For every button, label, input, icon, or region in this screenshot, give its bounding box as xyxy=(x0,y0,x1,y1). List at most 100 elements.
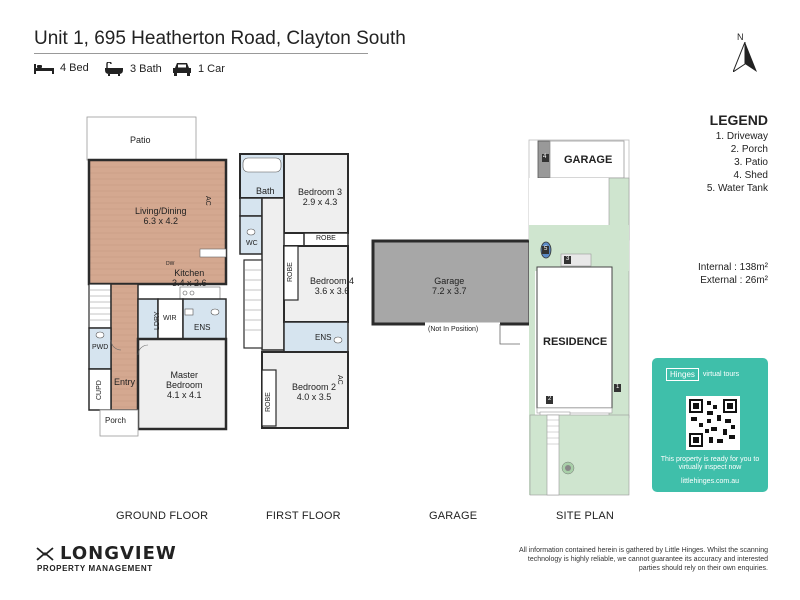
site-marker-3: 3 xyxy=(566,256,570,262)
site-marker-5: 5 xyxy=(544,246,548,252)
garage-dimensions: 7.2 x 3.7 xyxy=(432,286,467,296)
legend-item: 5. Water Tank xyxy=(706,183,768,194)
site-marker-4: 4 xyxy=(543,154,547,160)
ac-label-first: AC xyxy=(336,375,343,385)
kitchen-dimensions: 3.4 x 2.6 xyxy=(172,278,207,288)
property-address: Unit 1, 695 Heatherton Road, Clayton Sou… xyxy=(34,28,406,49)
garage-plan-drawing xyxy=(371,239,532,345)
master-dimensions: 4.1 x 4.1 xyxy=(167,390,202,400)
front-garden xyxy=(529,414,630,496)
room-label-bedroom2: Bedroom 2 4.0 x 3.5 xyxy=(292,382,336,402)
disclaimer-text: All information contained herein is gath… xyxy=(518,547,768,572)
bedroom2-name: Bedroom 2 xyxy=(292,382,337,392)
master-bedroom xyxy=(136,337,228,431)
longview-logo: LONGVIEW PROPERTY MANAGEMENT xyxy=(36,543,177,573)
external-area: External : 26m² xyxy=(700,275,768,286)
ac-label-ground: AC xyxy=(204,196,211,206)
legend-item: 2. Porch xyxy=(730,144,768,155)
logo-subtitle: PROPERTY MANAGEMENT xyxy=(37,564,153,573)
walk-in-robe xyxy=(157,298,184,340)
north-compass: N xyxy=(731,32,759,77)
legend-item: 3. Patio xyxy=(734,157,768,168)
ground-floor-label: GROUND FLOOR xyxy=(116,510,209,522)
logo-mark-icon xyxy=(36,546,54,561)
legend-list: 1. Driveway 2. Porch 3. Patio 4. Shed 5.… xyxy=(707,130,768,195)
room-label-powder: PWD xyxy=(92,344,109,351)
robe-bed2 xyxy=(261,369,277,427)
site-marker-2: 2 xyxy=(548,396,552,402)
stairs xyxy=(88,283,112,329)
room-label-wc: WC xyxy=(246,240,258,247)
virtual-tour-brand: Hinges virtual tours xyxy=(666,368,743,381)
living-name: Living/Dining xyxy=(135,206,187,216)
site-garage xyxy=(549,140,625,179)
room-label-entry: Entry xyxy=(114,377,136,387)
living-dimensions: 6.3 x 4.2 xyxy=(143,216,179,226)
north-arrow-icon xyxy=(731,41,757,74)
driveway xyxy=(546,414,560,496)
entry-hall xyxy=(110,283,139,411)
room-label-wir: WIR xyxy=(163,315,177,322)
room-label-garage: Garage 7.2 x 3.7 xyxy=(432,276,467,296)
dishwasher-label: DW xyxy=(166,261,175,267)
room-label-robe-bed2: ROBE xyxy=(265,392,272,412)
site-plan-drawing xyxy=(528,139,630,496)
brand-suffix: virtual tours xyxy=(702,370,740,378)
room-label-master: Master Bedroom 4.1 x 4.1 xyxy=(166,370,203,400)
room-label-ensuite-first: ENS xyxy=(315,333,332,342)
virtual-tour-card[interactable]: Hinges virtual tours This property is re… xyxy=(652,358,768,492)
bedroom4-name: Bedroom 4 xyxy=(310,276,355,286)
bedroom2-dimensions: 4.0 x 3.5 xyxy=(296,392,332,402)
bed-count: 4 Bed xyxy=(60,62,89,74)
brand-name: Hinges xyxy=(666,368,699,381)
feature-bed: 4 Bed xyxy=(34,62,89,74)
cooktop xyxy=(179,286,221,300)
title-divider xyxy=(34,53,368,54)
room-label-laundry: LDRY xyxy=(154,311,161,330)
feature-bath: 3 Bath xyxy=(104,62,162,76)
bedroom3-name: Bedroom 3 xyxy=(298,187,343,197)
bathtub xyxy=(242,157,282,173)
north-label: N xyxy=(737,32,744,42)
room-label-robe-bed3: ROBE xyxy=(316,235,336,242)
qr-code-icon[interactable] xyxy=(686,396,740,450)
bed-icon xyxy=(34,64,54,74)
room-label-robe-bed4: ROBE xyxy=(287,262,294,282)
kitchen-bench xyxy=(199,248,227,258)
feature-car: 1 Car xyxy=(172,62,225,76)
internal-area: Internal : 138m² xyxy=(697,262,768,273)
car-icon xyxy=(173,63,191,76)
porch-area xyxy=(99,409,139,437)
logo-name: LONGVIEW xyxy=(60,543,177,564)
kitchen-name: Kitchen xyxy=(174,268,205,278)
master-name: Master xyxy=(170,370,199,380)
legend-item: 4. Shed xyxy=(733,170,768,181)
first-floor-hall xyxy=(261,197,285,351)
ground-floor-plan xyxy=(86,116,228,437)
site-garage-label: GARAGE xyxy=(564,154,613,166)
first-floor-plan xyxy=(239,153,349,429)
virtual-tour-url[interactable]: littlehinges.com.au xyxy=(681,478,739,485)
master-name-line2: Bedroom xyxy=(166,380,203,390)
room-label-bedroom3: Bedroom 3 2.9 x 4.3 xyxy=(298,187,342,207)
garage-name: Garage xyxy=(434,276,465,286)
virtual-tour-text: This property is ready for you to virtua… xyxy=(660,456,760,471)
garage-label: GARAGE xyxy=(429,510,478,522)
bath-icon xyxy=(105,62,123,76)
site-marker-1: 1 xyxy=(616,384,620,390)
garage-note: (Not In Position) xyxy=(428,326,479,333)
legend-title: LEGEND xyxy=(709,112,768,128)
living-dining-area xyxy=(87,158,228,286)
first-floor-label: FIRST FLOOR xyxy=(266,510,341,522)
patio-area xyxy=(86,116,197,161)
room-label-bedroom4: Bedroom 4 3.6 x 3.6 xyxy=(310,276,354,296)
bath-count: 3 Bath xyxy=(130,63,162,75)
room-label-cupboard: CUPD xyxy=(96,380,103,400)
ensuite-ground xyxy=(182,298,227,340)
room-label-living: Living/Dining 6.3 x 4.2 xyxy=(135,206,187,226)
garage-room xyxy=(371,239,532,326)
site-plan-label: SITE PLAN xyxy=(556,510,615,522)
room-label-bath: Bath xyxy=(256,186,275,196)
bedroom4-dimensions: 3.6 x 3.6 xyxy=(314,286,350,296)
